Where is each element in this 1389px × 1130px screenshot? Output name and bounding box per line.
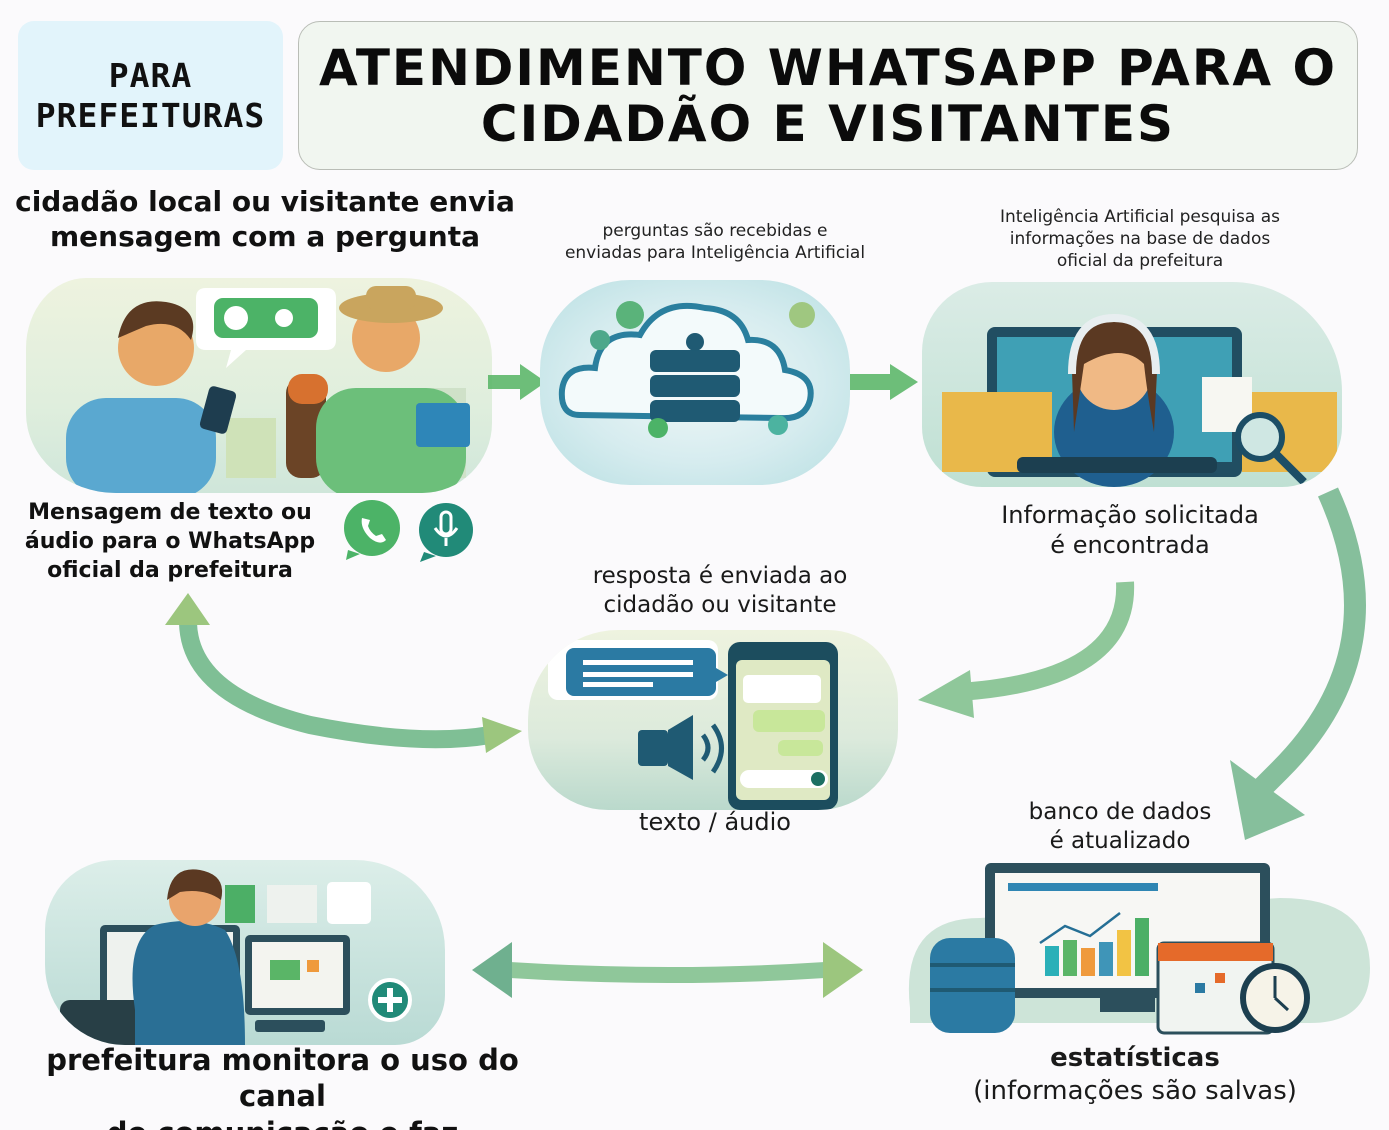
audience-badge: PARA PREFEITURAS (18, 21, 283, 170)
ai-agent-illustration (922, 282, 1342, 487)
database-caption: estatísticas (informações são salvas) (973, 1043, 1297, 1106)
flow-arrow-bidirectional (470, 940, 865, 1000)
monitoring-caption: prefeitura monitora o uso do canal de co… (46, 1043, 519, 1130)
ai-search-heading: Inteligência Artificial pesquisa as info… (1000, 207, 1280, 272)
flow-arrows-right (900, 470, 1389, 850)
whatsapp-icon (338, 498, 408, 562)
cloud-server-illustration (540, 280, 850, 485)
response-caption: texto / áudio (639, 808, 791, 836)
citizen-illustration (26, 278, 492, 493)
badge-line-1: PARA (108, 55, 193, 95)
speaker-icon (638, 730, 668, 766)
citizen-caption: Mensagem de texto ou áudio para o WhatsA… (24, 500, 316, 584)
microphone-icon (410, 500, 480, 564)
statistics-illustration (890, 858, 1380, 1038)
title-line-2: CIDADÃO E VISITANTES (480, 94, 1176, 153)
ai-search-caption: Informação solicitada é encontrada (1001, 501, 1259, 559)
database-heading: banco de dados é atualizado (1028, 799, 1212, 854)
flow-arrow-1 (488, 362, 548, 402)
monitoring-illustration (45, 860, 445, 1045)
title-line-1: ATENDIMENTO WHATSAPP PARA O (319, 38, 1337, 97)
citizen-figure (66, 398, 216, 493)
badge-line-2: PREFEITURAS (35, 95, 266, 135)
flow-arrow-return (160, 585, 530, 760)
citizen-heading: cidadão local ou visitante envia mensage… (15, 185, 515, 253)
cloud-heading: perguntas são recebidas e enviadas para … (564, 221, 866, 264)
response-illustration (528, 630, 898, 810)
page-title: ATENDIMENTO WHATSAPP PARA O CIDADÃO E VI… (298, 21, 1358, 170)
flow-arrow-2 (850, 362, 920, 402)
response-heading: resposta é enviada ao cidadão ou visitan… (592, 563, 848, 618)
